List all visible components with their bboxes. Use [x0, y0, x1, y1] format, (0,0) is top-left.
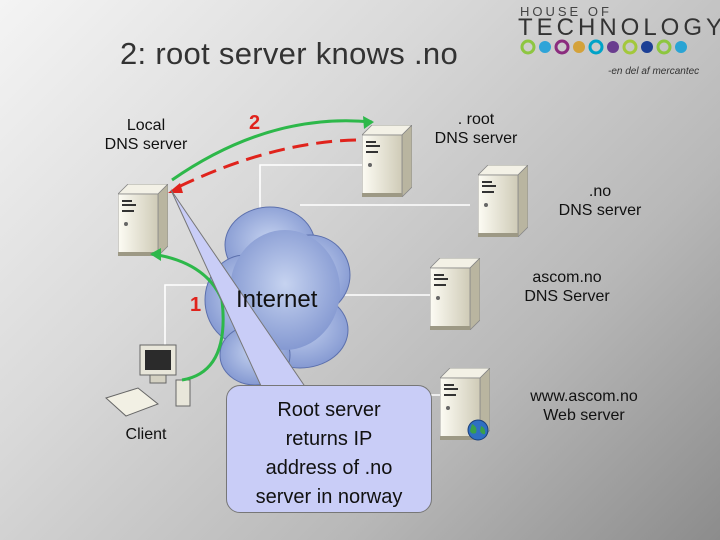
logo-main-text: TECHNOLOGY [518, 14, 720, 41]
logo-dot [588, 39, 604, 55]
callout-box: Root server returns IP address of .no se… [226, 385, 432, 513]
root-dns-label: . root DNS server [434, 111, 518, 147]
step2-green-arrow [171, 119, 373, 182]
logo-dot [573, 41, 585, 53]
logo-dot [554, 39, 570, 55]
client-label: Client [125, 426, 167, 443]
logo-top-text: HOUSE OF [520, 4, 612, 19]
logo-dot [622, 39, 638, 55]
logo-dot [656, 39, 672, 55]
ascom-dns-server-icon [430, 258, 480, 330]
ascom-dns-label: ascom.no DNS Server [524, 269, 610, 305]
logo-dot [641, 41, 653, 53]
step2-number: 2 [249, 112, 261, 134]
logo-dot [607, 41, 619, 53]
local-dns-server-icon [118, 184, 168, 256]
client-computer-icon [105, 344, 191, 417]
root-dns-server-icon [362, 125, 412, 197]
no-dns-label: .no DNS server [558, 183, 642, 219]
logo-dots [520, 39, 687, 55]
local-dns-label: Local DNS server [104, 117, 188, 153]
logo-dot [520, 39, 536, 55]
slide-title: 2: root server knows .no [120, 36, 459, 71]
internet-label: Internet [236, 286, 318, 313]
step1-number: 1 [190, 294, 202, 316]
logo-sub-text: -en del af mercantec [608, 66, 700, 77]
logo-dot [675, 41, 687, 53]
web-server-label: www.ascom.no Web server [530, 388, 638, 424]
globe-icon [467, 419, 489, 441]
no-dns-server-icon [478, 165, 528, 237]
logo-dot [539, 41, 551, 53]
